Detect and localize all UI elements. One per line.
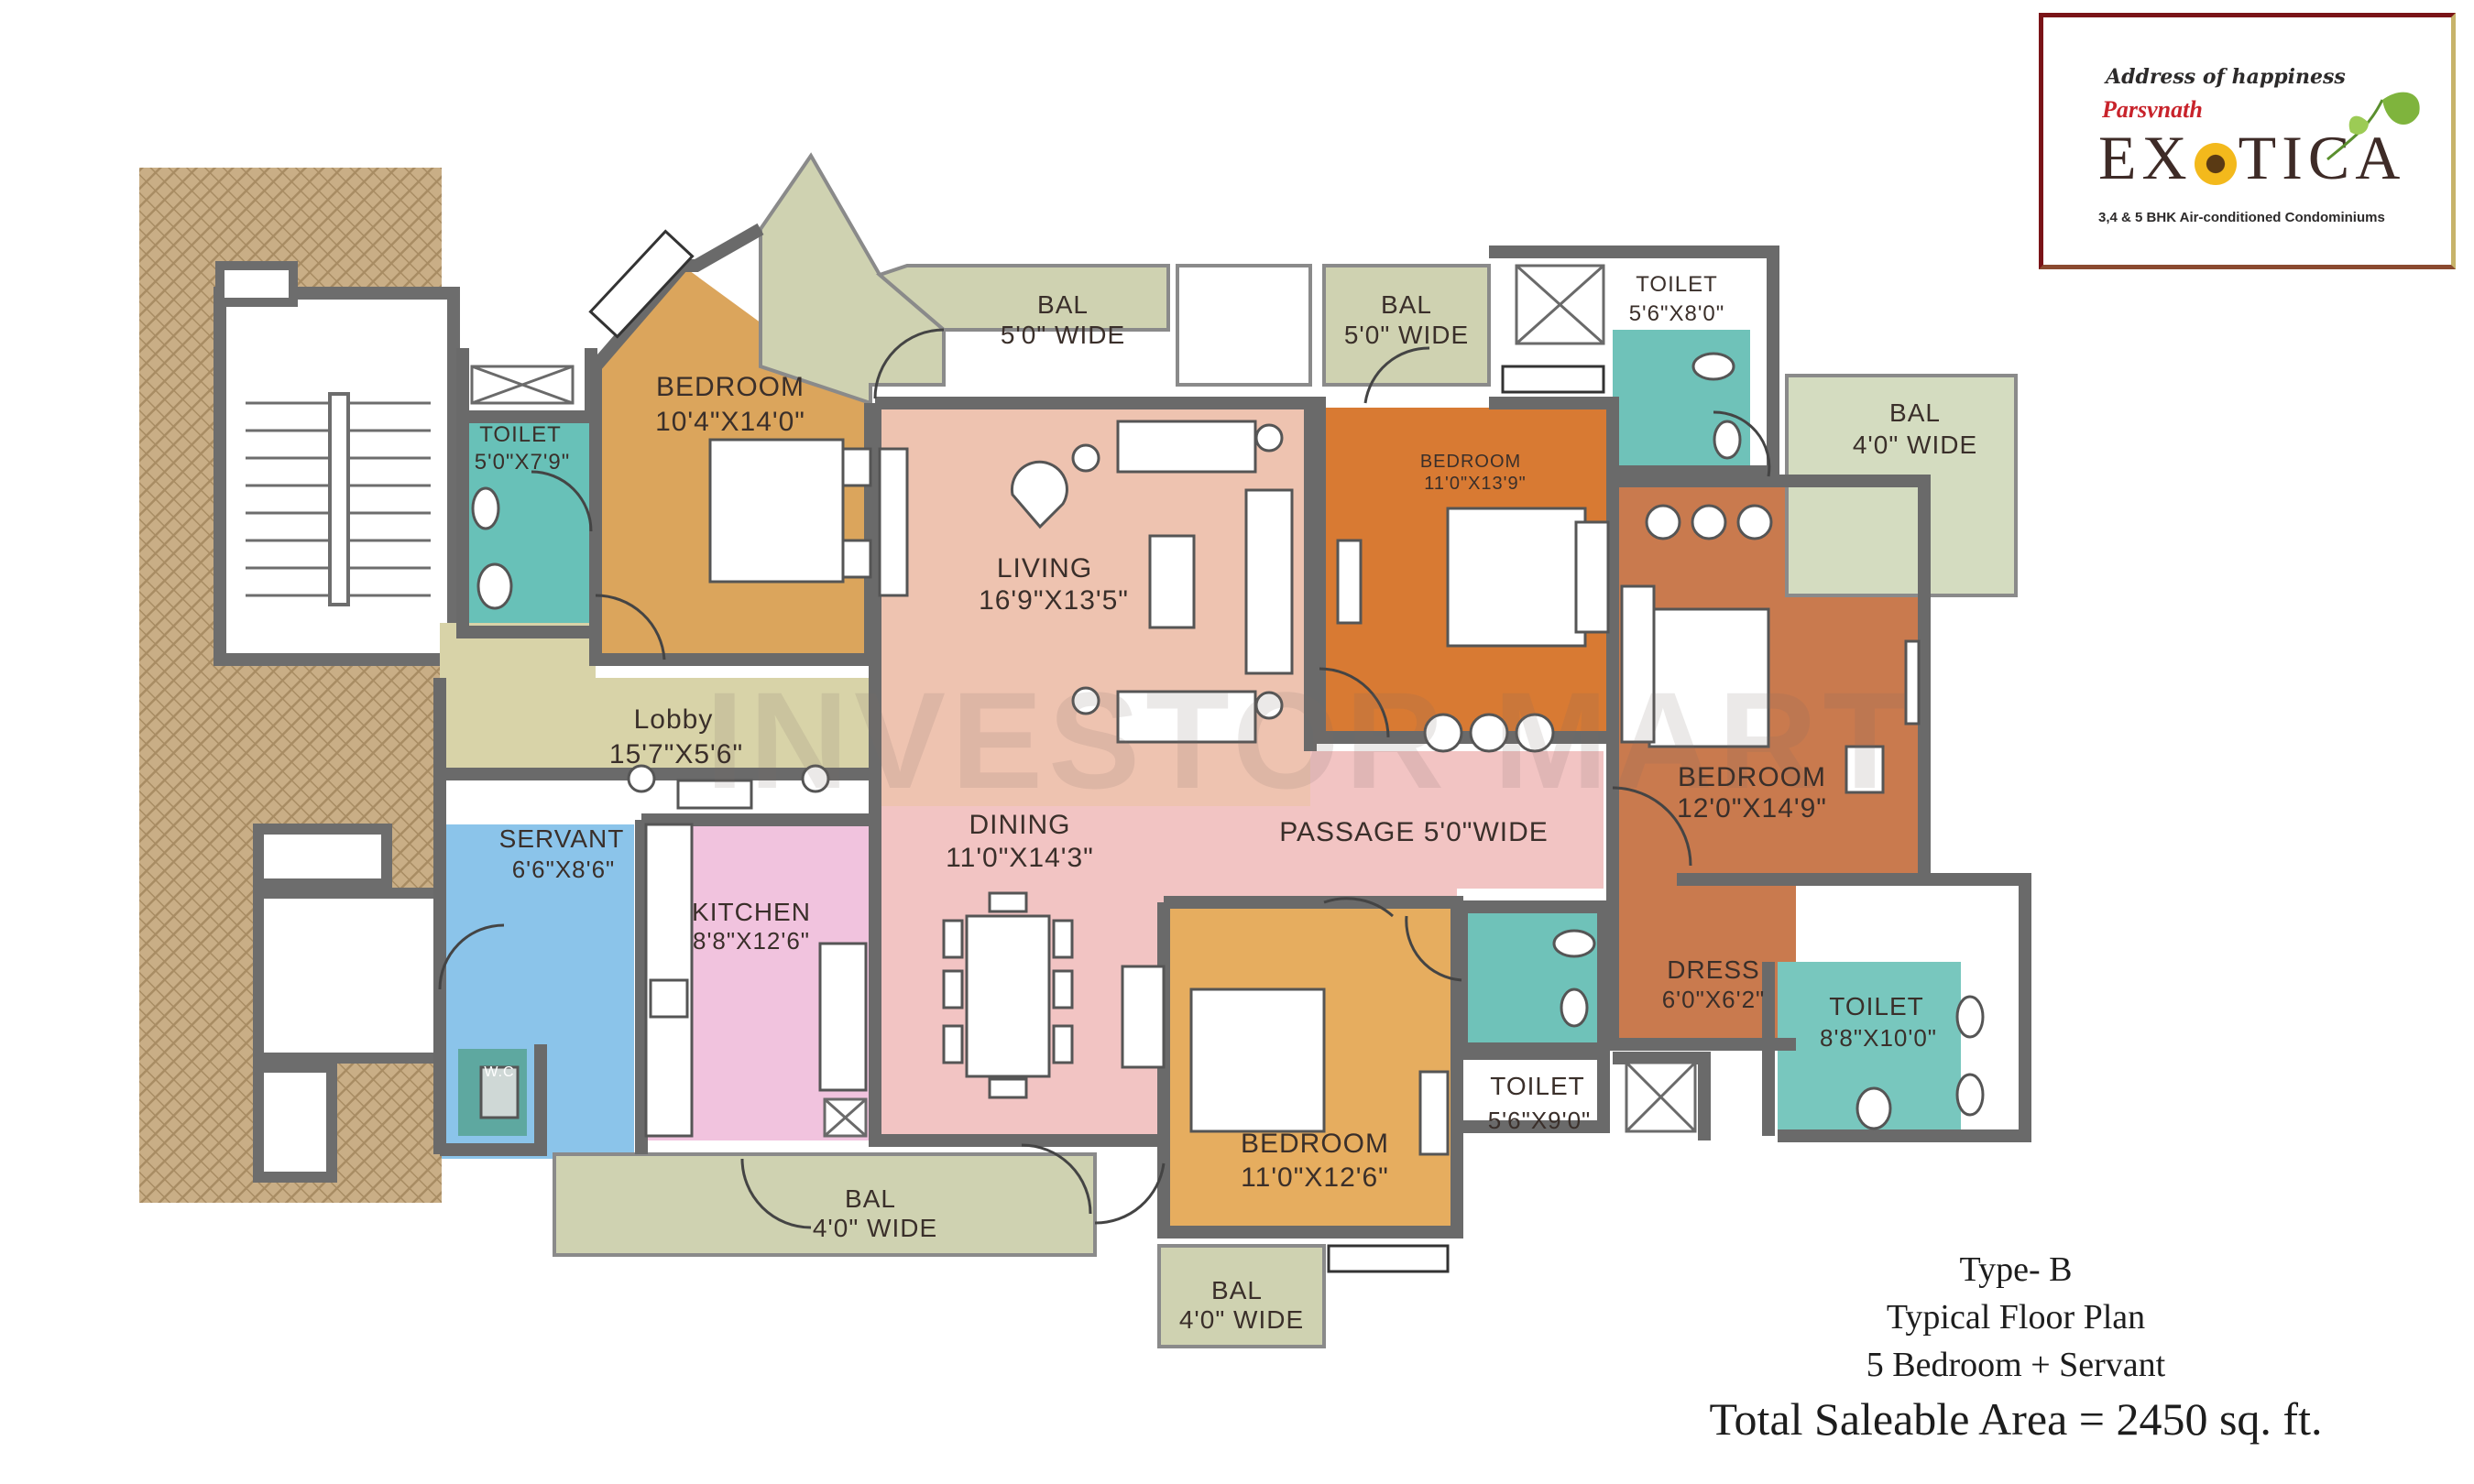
bal-top-1b-fill [876,264,1170,332]
logo-product-name: EX TICA [2098,122,2405,194]
caption-config: 5 Bedroom + Servant [1866,1346,2166,1384]
kitchen-name: KITCHEN [692,898,811,926]
dress-name: DRESS [1667,955,1759,984]
logo-brand: Parsvnath [2102,96,2203,123]
living-size: 16'9"X13'5" [979,585,1129,616]
bal-bottom-1-size: 4'0" WIDE [813,1214,937,1242]
toilet-4-size: 5'6"X9'0" [1488,1107,1592,1134]
shaft-block [253,824,447,1183]
bal-top-1-fill [759,152,946,406]
servant-size: 6'6"X8'6" [512,856,616,883]
bedroom-4-size: 11'0"X12'6" [1241,1162,1389,1193]
room-labels: BEDROOM 10'4"X14'0" TOILET 5'0"X7'9" BAL… [475,272,1977,1334]
bedroom-1-size: 10'4"X14'0" [655,407,805,437]
bal-top-2-size: 5'0" WIDE [1344,321,1469,349]
wc-name: W.C [484,1064,514,1080]
bedroom-3-name: BEDROOM [1678,762,1826,792]
toilet-4-name: TOILET [1490,1072,1585,1100]
lobby-fill [440,678,870,774]
bal-right-size: 4'0" WIDE [1853,431,1977,459]
servant-name: SERVANT [499,824,625,853]
dress-size: 6'0"X6'2" [1662,986,1766,1013]
dining-name: DINING [969,810,1071,840]
caption-type: Type- B [1959,1250,2073,1289]
watermark-text: INVESTOR MART [706,663,1912,817]
bedroom-4-name: BEDROOM [1241,1129,1389,1159]
toilet-3-name: TOILET [1829,992,1924,1020]
dining-size: 11'0"X14'3" [946,843,1094,873]
toilet-1-name: TOILET [479,422,562,447]
living-sofa-right [1244,488,1294,675]
bal-top-1-size: 5'0" WIDE [1001,321,1125,349]
toilet-1-size: 5'0"X7'9" [475,450,571,475]
bal-bottom-2-name: BAL [1211,1276,1263,1304]
toilet-2-size: 5'6"X8'0" [1629,301,1725,326]
bedroom-2-size: 11'0"X13'9" [1424,474,1526,494]
bal-bottom-1-fill [553,1152,1097,1257]
shower-boxes [470,264,1697,1138]
plan-caption: Type- B Typical Floor Plan 5 Bedroom + S… [1631,1246,2401,1449]
caption-area: Total Saleable Area = 2450 sq. ft. [1709,1393,2323,1445]
bed-1 [708,438,845,584]
bal-bottom-1-name: BAL [845,1184,896,1213]
leaf-icon [2326,92,2420,161]
bedroom-1-name: BEDROOM [656,372,805,402]
kitchen-counter-right [818,942,868,1092]
bedroom-3-size: 12'0"X14'9" [1677,793,1827,824]
caption-plan: Typical Floor Plan [1886,1298,2146,1337]
bed-3 [1648,607,1770,748]
lobby-name: Lobby [634,704,714,735]
bal-top-1-name: BAL [1037,290,1089,319]
logo-subtitle: 3,4 & 5 BHK Air-conditioned Condominiums [2098,210,2385,225]
living-table [1148,534,1196,629]
bal-bottom-2-size: 4'0" WIDE [1179,1305,1304,1334]
bal-top-2-fill [1322,264,1491,387]
bedroom-2-name: BEDROOM [1420,452,1521,472]
living-sofa-bottom [1116,690,1257,744]
logo-product-right: TICA [2238,123,2406,192]
door-swings [438,328,1771,1229]
bal-top-2-name: BAL [1381,290,1432,319]
lobby-size: 15'7"X5'6" [609,739,743,769]
dining-table [965,914,1051,1078]
sunflower-icon [2194,143,2237,186]
kitchen-size: 8'8"X12'6" [693,927,810,955]
bed-2 [1446,507,1587,648]
project-logo: Address of happiness Parsvnath EX TICA 3,… [2039,13,2456,269]
passage-name: PASSAGE 5'0"WIDE [1279,817,1549,847]
logo-product-left: EX [2098,123,2193,192]
staircase [213,261,460,666]
living-sofa-top [1116,420,1257,474]
shaft-top-fill [1176,264,1312,387]
bed-4 [1189,988,1326,1133]
logo-tagline: Address of happiness [2106,65,2346,89]
bal-bottom-2-fill [1157,1244,1326,1348]
toilet-2-name: TOILET [1636,272,1718,297]
toilet-3-size: 8'8"X10'0" [1820,1024,1937,1052]
furniture [471,352,1985,1156]
bal-right-name: BAL [1889,398,1941,427]
windows [588,229,1605,1273]
living-name: LIVING [997,553,1092,584]
toilet-4-fill [1461,907,1604,1049]
